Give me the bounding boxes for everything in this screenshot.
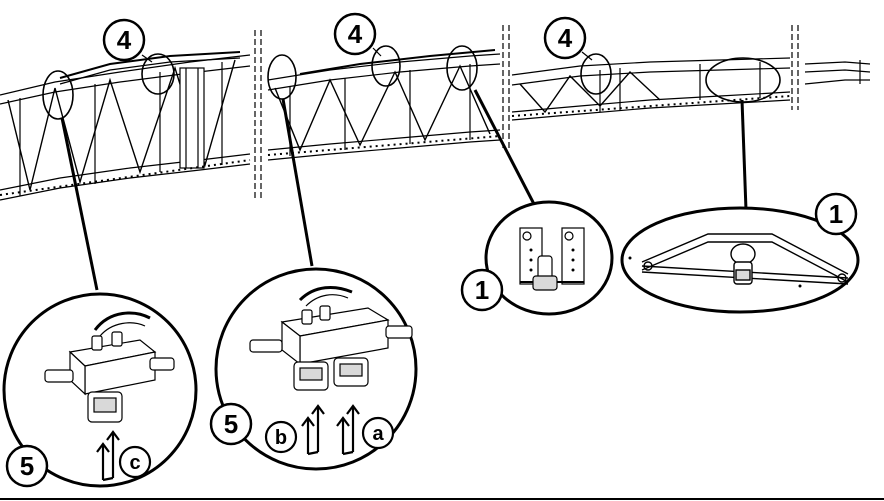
detail-leaders (60, 89, 748, 291)
flow-arrow-a (336, 404, 360, 456)
callout-circle-top-2: 4 (333, 12, 377, 56)
callout-label: 4 (558, 23, 573, 53)
flow-letter: c (129, 452, 140, 474)
callout-label: 5 (20, 451, 34, 481)
zoom-marker-valve-single (42, 70, 74, 120)
callout-label: 1 (475, 275, 489, 305)
boom-section-left (0, 30, 262, 201)
flow-letter: a (372, 423, 384, 445)
zoom-marker-top-1 (141, 53, 175, 95)
flow-arrow-c (96, 430, 120, 482)
flow-label-c: c (118, 445, 152, 479)
flow-arrows (96, 404, 360, 482)
detail-valve-single (2, 292, 198, 488)
callout-circle-top-1: 4 (102, 18, 146, 62)
zoom-marker-right-bracket (705, 57, 781, 103)
callout-circle-detail-mid: 1 (460, 268, 504, 312)
zoom-marker-mid-bracket (446, 45, 478, 91)
detail-right-bracket (620, 206, 860, 314)
callout-label: 5 (224, 409, 238, 439)
detail-valve-double (214, 267, 418, 471)
flow-letter: b (275, 427, 287, 449)
zoom-marker-top-3 (580, 53, 612, 95)
zoom-marker-valve-double (267, 54, 297, 100)
flow-arrow-b (301, 404, 325, 456)
callout-circle-valve-single: 5 (5, 444, 49, 488)
callout-label: 1 (829, 199, 843, 229)
flow-label-b: b (264, 420, 298, 454)
callout-circle-top-3: 4 (543, 16, 587, 60)
detail-mid-bracket (484, 200, 614, 316)
flow-label-a: a (361, 416, 395, 450)
callout-label: 4 (117, 25, 132, 55)
callout-circle-valve-double: 5 (209, 402, 253, 446)
boom-section-middle (267, 25, 510, 161)
callout-label: 4 (348, 19, 363, 49)
zoom-marker-top-2 (371, 45, 401, 87)
callout-leaders (141, 47, 593, 63)
boom-section-right (511, 25, 871, 121)
callout-circle-detail-right: 1 (814, 192, 858, 236)
